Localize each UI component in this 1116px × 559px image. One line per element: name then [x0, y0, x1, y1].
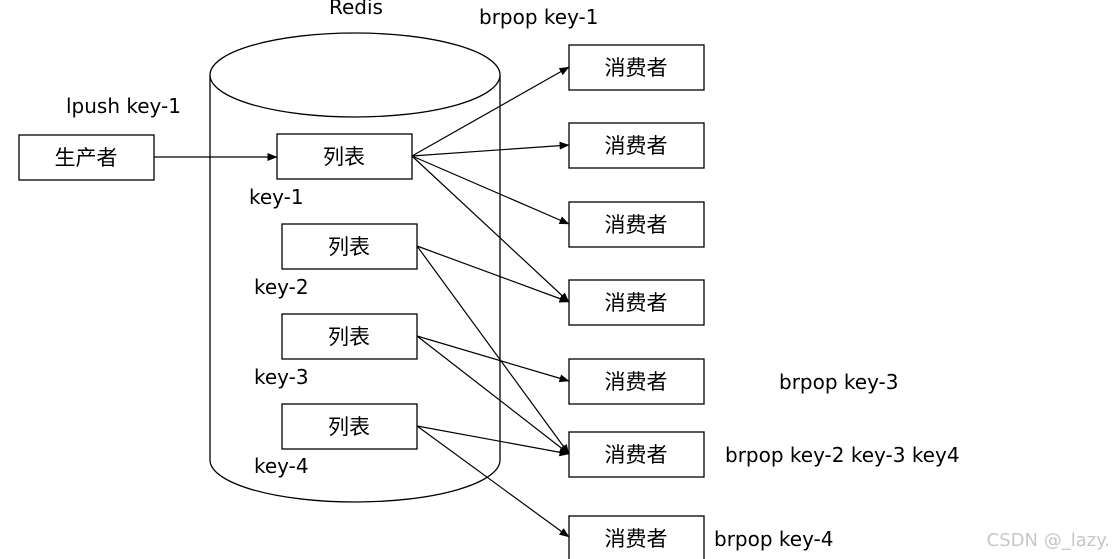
redis-label: Redis	[329, 0, 383, 19]
list-label: 列表	[323, 145, 365, 169]
brpop-multi-key-label: brpop key-2 key-3 key4	[725, 443, 960, 467]
list-key-label: key-2	[254, 275, 309, 299]
consumer-node-4: 消费者	[568, 279, 705, 326]
list-label: 列表	[328, 325, 370, 349]
consumer-label: 消费者	[605, 56, 668, 80]
arrow-list-1-to-consumer-2	[411, 141, 570, 157]
list-node-key-3: 列表	[281, 313, 418, 360]
consumer-label: 消费者	[605, 213, 668, 237]
consumer-node-1: 消费者	[568, 44, 705, 91]
arrow-list-4-to-consumer-6	[416, 425, 570, 457]
arrow-list-1-to-consumer-1	[411, 66, 570, 157]
list-label: 列表	[328, 415, 370, 439]
list-key-label: key-3	[254, 365, 309, 389]
consumer-node-6: 消费者	[568, 431, 705, 478]
arrow-list-2-to-consumer-6	[416, 245, 570, 455]
arrow-list-3-to-consumer-5	[416, 335, 570, 383]
consumer-label: 消费者	[605, 443, 668, 467]
arrow-list-1-to-consumer-3	[411, 155, 570, 225]
brpop-key1-label: brpop key-1	[479, 5, 599, 29]
producer-label: 生产者	[55, 146, 118, 170]
list-node-key-2: 列表	[281, 223, 418, 270]
list-node-key-1: 列表	[276, 133, 413, 180]
list-key-label: key-4	[254, 454, 309, 478]
consumer-label: 消费者	[605, 134, 668, 158]
consumer-label: 消费者	[605, 527, 668, 551]
list-key-label: key-1	[249, 185, 304, 209]
list-node-key-4: 列表	[281, 403, 418, 450]
arrow-list-3-to-consumer-6	[416, 335, 570, 455]
producer-node: 生产者	[18, 134, 155, 181]
consumer-node-3: 消费者	[568, 201, 705, 248]
brpop-key3-label: brpop key-3	[779, 370, 899, 394]
arrow-list-1-to-consumer-4	[411, 155, 570, 303]
consumer-node-5: 消费者	[568, 358, 705, 405]
consumer-label: 消费者	[605, 370, 668, 394]
lpush-command-label: lpush key-1	[66, 94, 181, 118]
consumer-node-2: 消费者	[568, 122, 705, 169]
brpop-key4-label: brpop key-4	[714, 527, 834, 551]
csdn-watermark: CSDN @_lazy.	[987, 530, 1110, 551]
list-label: 列表	[328, 235, 370, 259]
consumer-label: 消费者	[605, 291, 668, 315]
arrow-list-2-to-consumer-4	[416, 245, 570, 303]
arrow-list-4-to-consumer-7	[416, 425, 570, 538]
consumer-node-7: 消费者	[568, 515, 705, 559]
redis-cylinder	[209, 32, 501, 503]
